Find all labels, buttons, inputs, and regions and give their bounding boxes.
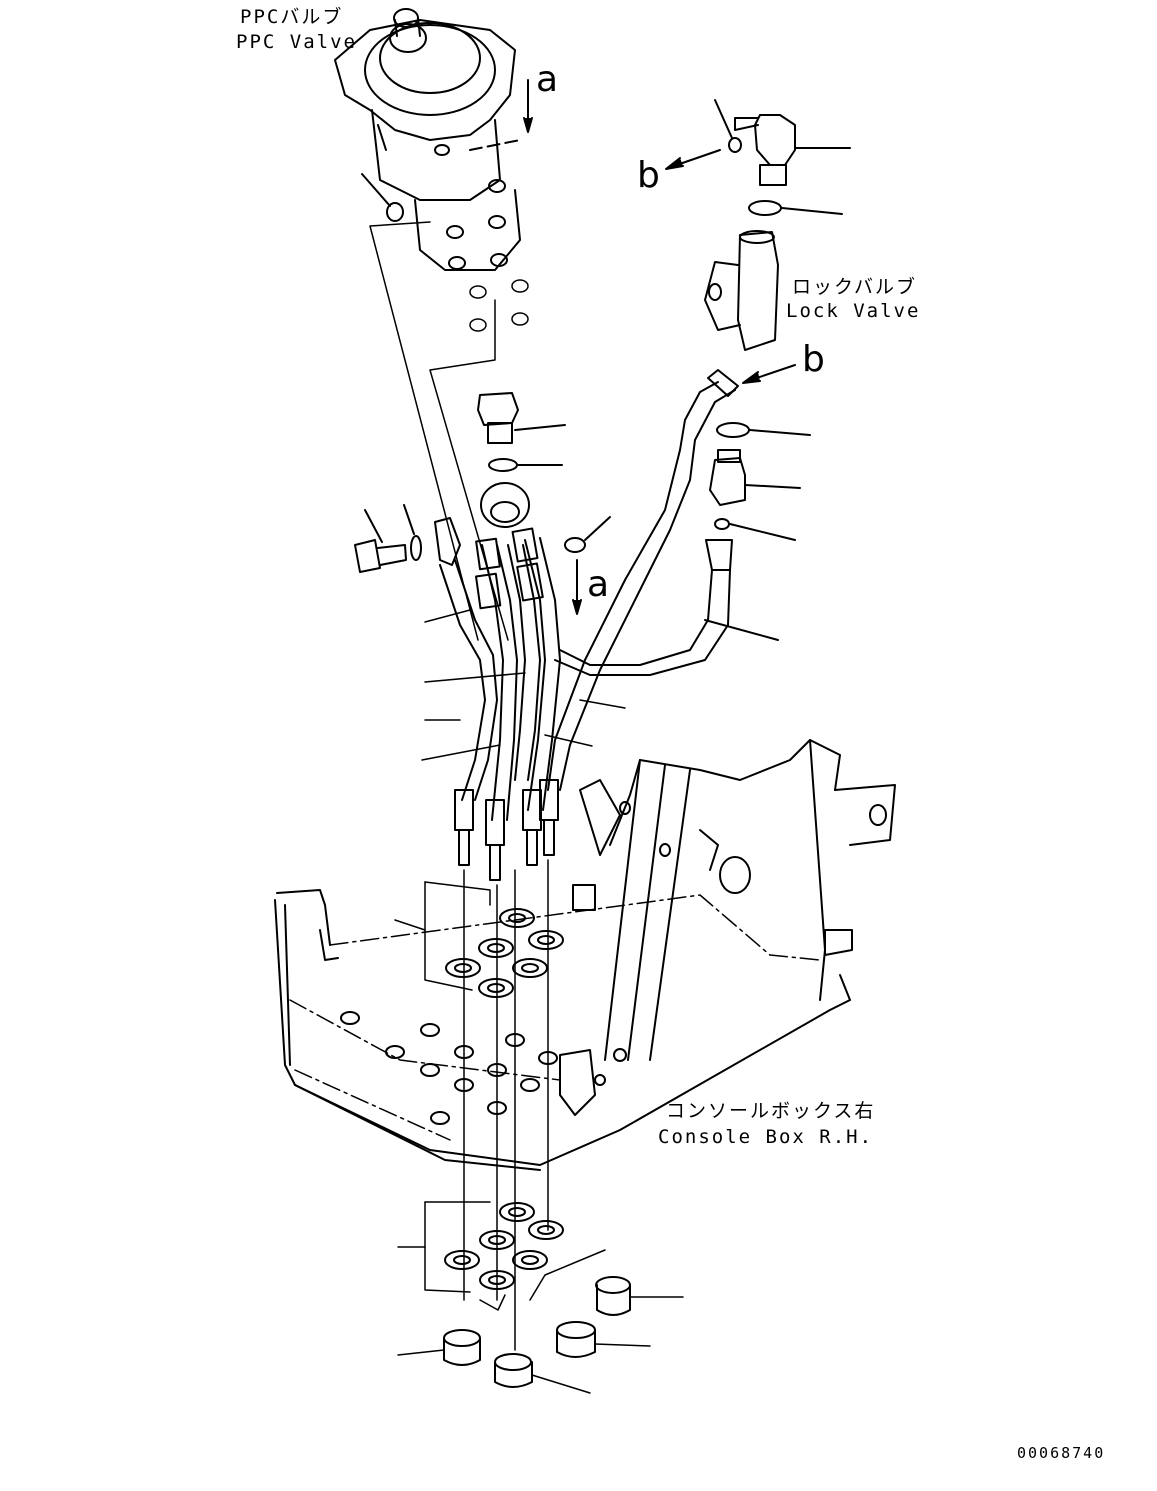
banjo-bolt: [354, 509, 407, 573]
lock-valve-hose: [547, 369, 739, 791]
lock-valve-label-jp: ロックバルブ: [792, 276, 918, 298]
view-arrow-b-left: [665, 149, 721, 170]
view-marker-a-mid: a: [587, 564, 610, 605]
o-ring-lock-bottom: [716, 422, 750, 438]
washer-banjo: [410, 535, 422, 561]
washers-lower: [397, 1201, 564, 1293]
ppc-valve-label-jp: PPCバルブ: [240, 6, 344, 28]
lock-valve-label-en: Lock Valve: [786, 300, 921, 322]
lock-valve: [704, 230, 779, 351]
hose-leader-lines: [421, 609, 626, 761]
banjo-fitting: [434, 517, 461, 566]
console-holes: [340, 801, 671, 1125]
document-number: 00068740: [1017, 1444, 1106, 1462]
o-ring-lock-top: [748, 200, 782, 216]
view-arrow-a-top: [523, 79, 533, 133]
lock-hose-lower: [554, 539, 779, 676]
ppc-port-guides: [369, 221, 529, 641]
ppc-valve-label-en: PPC Valve: [236, 31, 357, 53]
view-arrow-a-mid: [572, 559, 582, 615]
nuts: [397, 1249, 684, 1394]
console-box-label-en: Console Box R.H.: [658, 1126, 874, 1148]
adapter-fitting-right: [709, 449, 801, 506]
ppc-valve: [334, 8, 521, 271]
view-marker-a-top: a: [536, 59, 559, 100]
hose-bundle: [439, 527, 561, 881]
o-ring-center: [488, 458, 518, 472]
view-marker-b-right: b: [802, 339, 825, 380]
view-marker-b-left: b: [637, 155, 660, 196]
console-box: [274, 739, 896, 1171]
adapter-fitting-center: [477, 392, 566, 444]
elbow-fitting: [734, 114, 851, 186]
block-fitting: [480, 482, 530, 528]
washers-upper: [394, 881, 564, 998]
o-ring-small-b: [728, 137, 742, 153]
console-box-label-jp: コンソールボックス右: [666, 1100, 876, 1122]
o-ring-adapter: [714, 518, 730, 530]
view-arrow-b-right: [742, 364, 796, 384]
o-ring-block: [564, 537, 586, 553]
